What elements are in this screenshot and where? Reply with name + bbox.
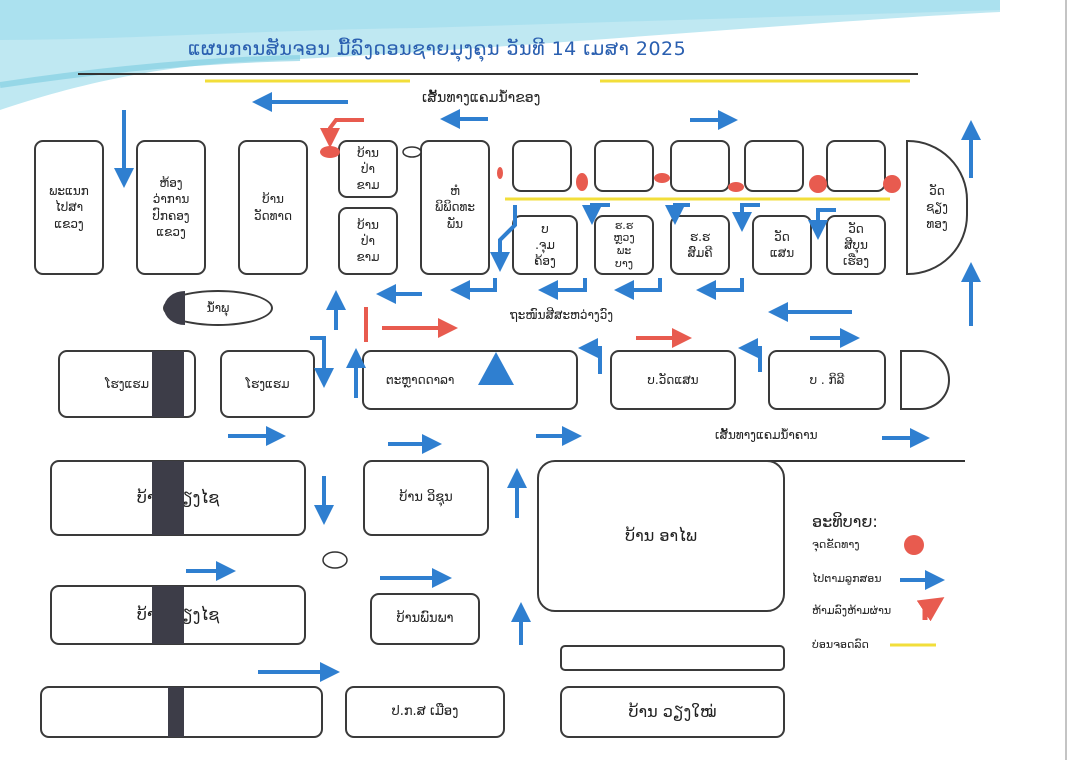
building-top-box-5: [826, 140, 886, 192]
building-ban-pa-kham-1: ບ້ານ ປ່າ ຂາມ: [338, 140, 398, 198]
map-title: ແຜນການສັນຈອນ ມື້ລົງດອນຊາຍມຸງຄຸນ ວັນທີ 14…: [188, 38, 687, 60]
legend-red-turn-arrow: [916, 597, 945, 622]
building-right-half-round: [900, 350, 950, 410]
building-ban-visoun: ບ້ານ ວິຊຸນ: [363, 460, 489, 536]
legend-red-dot: [904, 535, 924, 555]
arrow-blue-bend: [738, 338, 762, 372]
dark-slot: [152, 461, 184, 535]
small-oval-lower: [322, 551, 348, 569]
arrow-blue-bend: [665, 203, 690, 225]
checkpoint-dot: [654, 173, 670, 183]
checkpoint-dot: [728, 182, 744, 192]
building-ban-chom-khong: ບ .ຈຸມ ຄ້ອງ: [512, 215, 578, 275]
building-museum: ຫໍ ພິພິດທະ ພັນ: [420, 140, 490, 275]
legend-title: ອະທິບາຍ:: [812, 512, 878, 531]
road-label-lower: ເສັ້ນທາງແຄມນ້ຳຄານ: [715, 428, 818, 442]
road-label-middle: ຖະໜົນສີສະຫວ່າງວົງ: [510, 308, 614, 322]
building-ban-wat-saen: ບ.ວັດແສນ: [610, 350, 736, 410]
building-wat-saen: ວັດ ແສນ: [752, 215, 812, 275]
building-ban-kili: ບ . ກິລີ: [768, 350, 886, 410]
building-top-box-4: [744, 140, 804, 192]
arrow-blue-bend: [490, 205, 517, 272]
building-ban-aphai: ບ້ານ ອາໄພ: [537, 460, 785, 612]
fountain-half-dark: [164, 291, 185, 325]
building-health-dept: ພະແນກ ໄປສາ ແຂວງ: [34, 140, 104, 275]
building-ban-phonpha: ບ້ານພົນພາ: [370, 593, 480, 645]
building-ban-wat-that: ບ້ານ ວັດທາດ: [238, 140, 308, 275]
arrow-red-bend: [320, 118, 364, 148]
dark-slot: [152, 586, 184, 644]
legend-parking-label: ບ່ອນຈອດລົດ: [812, 638, 869, 651]
building-provincial-office: ຫ້ອງ ວ່າການ ປົກຄອງ ແຂວງ: [136, 140, 206, 275]
building-top-box-1: [512, 140, 572, 192]
header-band: [0, 0, 1000, 110]
checkpoint-dot: [883, 175, 901, 193]
dark-slot: [152, 351, 184, 417]
market-triangle: [478, 352, 514, 385]
legend-checkpoint-label: ຈຸດຂັດທາງ: [812, 538, 860, 551]
arrow-blue-bend: [582, 203, 610, 225]
building-hotel-2: ໂຮງແຮມ: [220, 350, 315, 418]
checkpoint-dot: [497, 167, 503, 179]
arrow-blue-bend: [696, 278, 744, 300]
building-top-box-3: [670, 140, 730, 192]
building-ban-pa-kham-2: ບ້ານ ປ່າ ຂາມ: [338, 207, 398, 275]
building-hotel-luang-prabang: ຮ.ຮ ຫຼວງ ພະ ບາງ: [594, 215, 654, 275]
legend-direction-label: ໄປຕາມລູກສອນ: [812, 572, 882, 585]
checkpoint-dot: [576, 173, 588, 191]
checkpoint-dot: [809, 175, 827, 193]
building-hotel-somkhi: ຮ.ຮ ສົມຄີ: [670, 215, 730, 275]
legend-no-entry-label: ຫ້າມລົງຫ້າມຜ່ານ: [812, 604, 892, 617]
building-top-box-2: [594, 140, 654, 192]
building-strip-1: [560, 645, 785, 671]
arrow-blue-bend: [732, 203, 760, 232]
dark-slot: [168, 687, 184, 737]
arrow-blue-bend: [450, 278, 497, 300]
arrow-blue-bend: [808, 208, 836, 240]
building-ban-vieng-mai: ບ້ານ ວຽງໃໝ່: [560, 686, 785, 738]
building-police-office: ປ.ກ.ສ ເມືອງ: [345, 686, 505, 738]
arrow-blue-bend: [578, 338, 602, 374]
road-label-top: ເສັ້ນທາງແຄມນ້ຳຂອງ: [422, 90, 541, 106]
arrow-blue-bend: [310, 336, 334, 388]
small-oval-top: [402, 146, 422, 158]
building-wat-siboun-heuang: ວັດ ສີບຸນ ເຮືອງ: [826, 215, 886, 275]
checkpoint-dot: [320, 146, 340, 158]
building-dara-market: ຕະຫຼາດດາລາ: [362, 350, 578, 410]
arrow-blue-bend: [538, 278, 587, 300]
arrow-blue-bend: [614, 278, 662, 300]
